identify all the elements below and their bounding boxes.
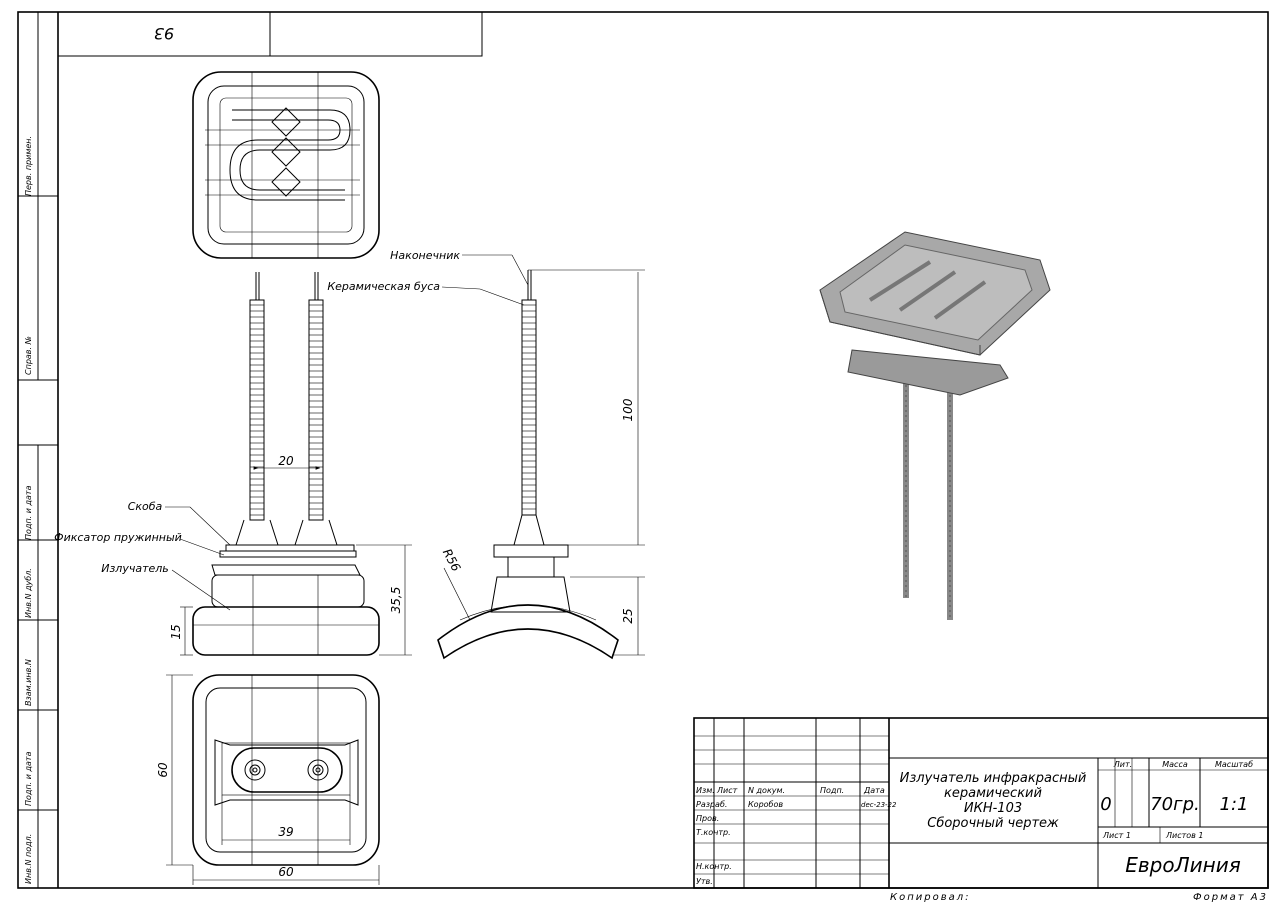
- tb-prov: Пров.: [696, 814, 719, 823]
- top-stamp-code: 93: [154, 24, 174, 43]
- tb-razrab-date: dec-23-22: [861, 801, 897, 809]
- dim-20: 20: [278, 454, 294, 468]
- tb-title-3: ИКН-103: [964, 801, 1022, 816]
- strip-podp-data-2: Подп. и дата: [24, 751, 33, 806]
- tb-nkontr: Н.контр.: [696, 862, 732, 871]
- tb-title-4: Сборочный чертеж: [927, 816, 1059, 831]
- tb-podp: Подп.: [820, 786, 844, 795]
- tb-lit-val: 0: [1100, 794, 1111, 815]
- tb-title-1: Излучатель инфракрасный: [900, 771, 1087, 786]
- iso-view: [819, 231, 1051, 620]
- side-view: [437, 270, 619, 660]
- dim-100: 100: [621, 398, 635, 421]
- dim-25: 25: [621, 608, 635, 623]
- tb-tkontr: Т.контр.: [696, 828, 731, 837]
- front-view: [192, 272, 380, 656]
- dim-35-5: 35,5: [389, 587, 403, 614]
- label-keram-busa: Керамическая буса: [327, 280, 440, 293]
- tb-razrab: Разраб.: [696, 800, 727, 809]
- strip-vzam-inv: Взам.инв.N: [24, 659, 33, 706]
- tb-title-2: керамический: [944, 786, 1042, 801]
- dim-15: 15: [169, 624, 183, 639]
- tb-n-dokum: N докум.: [748, 786, 785, 795]
- label-skoba: Скоба: [128, 500, 163, 513]
- footer-kopiroval: Копировал:: [890, 892, 971, 903]
- strip-podp-data-1: Подп. и дата: [24, 485, 33, 540]
- tb-utv: Утв.: [696, 877, 713, 886]
- strip-perv-primen: Перв. примен.: [24, 136, 33, 196]
- label-izluchatel: Излучатель: [101, 562, 169, 575]
- footer-format: Формат А3: [1193, 892, 1268, 903]
- tb-company: ЕвроЛиния: [1125, 853, 1241, 877]
- dim-39: 39: [278, 825, 293, 839]
- label-nakonechnik: Наконечник: [390, 249, 460, 262]
- dim-60-horizontal: 60: [278, 865, 294, 879]
- tb-massa-val: 70гр.: [1150, 794, 1200, 815]
- tb-masshtab: Масштаб: [1215, 760, 1253, 769]
- tb-massa: Масса: [1162, 760, 1188, 769]
- dim-60-vertical: 60: [156, 762, 170, 778]
- strip-sprav-no: Справ. №: [24, 336, 33, 375]
- dimension-lines: [166, 254, 645, 885]
- bottom-view: [192, 674, 380, 866]
- tb-masshtab-val: 1:1: [1220, 794, 1249, 815]
- title-block: [693, 717, 1269, 889]
- tb-list: Лист: [716, 786, 738, 795]
- tb-lit: Лит.: [1113, 760, 1132, 769]
- tb-list-n: Лист 1: [1102, 831, 1131, 840]
- strip-inv-dubl: Инв.N дубл.: [24, 568, 33, 618]
- sheet-frame: [17, 11, 1269, 889]
- strip-inv-podl: Инв.N подл.: [24, 834, 33, 884]
- top-view: [192, 71, 380, 259]
- tb-razrab-name: Коробов: [748, 800, 783, 809]
- label-fiksator: Фиксатор пружинный: [54, 531, 182, 544]
- tb-listov: Листов 1: [1165, 831, 1204, 840]
- tb-izm: Изм.: [696, 786, 715, 795]
- dim-r56: R56: [440, 546, 464, 574]
- tb-data: Дата: [863, 786, 885, 795]
